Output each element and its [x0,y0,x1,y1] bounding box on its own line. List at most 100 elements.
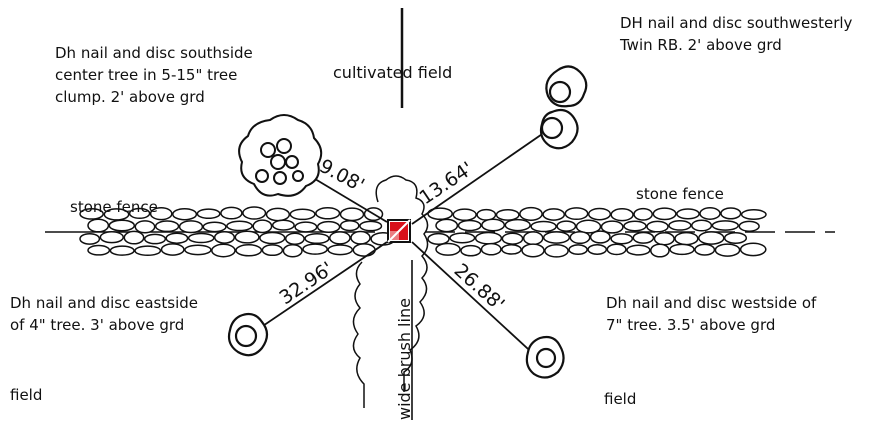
note-upper-right: DH nail and disc southwesterly Twin RB. … [620,12,852,56]
fence-stone [123,230,145,245]
note-line: 7" tree. 3.5' above grd [606,316,776,334]
fence-stone [79,208,104,220]
fence-stone [575,219,602,234]
note-line: Dh nail and disc westside of [606,294,817,312]
fence-stone [87,244,111,256]
fence-stone [589,230,611,244]
fence-stone [587,244,608,255]
fence-stone [723,232,748,244]
stone-fence-label-right: stone fence [636,185,724,203]
fence-stone [633,207,653,221]
fence-stone [103,208,130,221]
tree-lower-left-icon [227,312,269,357]
center-marker [387,219,411,243]
fence-stone [587,207,612,221]
fence-stone [235,244,263,257]
fence-stone [653,232,675,246]
fence-stone [668,220,692,231]
fence-stone [676,208,700,220]
note-line: Dh nail and disc eastside [10,294,198,312]
fence-stone [261,244,284,257]
fence-stone [339,219,360,232]
distance-label-lower-left: 32.96' [275,258,337,310]
field-label-right: field [604,390,637,408]
ref-line-upper-right [411,129,549,225]
fence-stone [252,219,273,234]
fence-stone [108,219,136,232]
fence-stone [284,232,305,246]
tree-lower-right-icon [525,335,565,379]
fence-stone [495,208,520,221]
fence-stone [449,232,476,244]
fence-stone [474,231,503,245]
fence-stone [569,230,591,245]
fence-stone [476,208,497,221]
fence-stone [202,221,227,233]
twin-tree-icon [539,65,588,150]
fence-stone [172,207,198,221]
fence-stone [694,243,716,256]
fence-stone [165,232,189,244]
fence-stone [542,231,571,244]
note-upper-left: Dh nail and disc southside center tree i… [55,42,253,108]
fence-stone [242,206,267,220]
fence-stone [302,243,328,255]
fence-stone [435,242,461,256]
fence-stone [522,231,544,246]
fence-stone [350,230,371,245]
fence-stone [128,207,151,220]
fence-stone [632,231,655,244]
fence-stone [714,243,741,257]
fence-stone [315,207,341,220]
fence-stone [143,233,167,245]
note-line: Twin RB. 2' above grd [620,36,782,54]
fence-stone [698,231,725,245]
fence-stone [740,209,767,220]
fence-stone [457,219,482,232]
fence-stone [606,243,627,256]
fence-stone [501,232,524,245]
fence-stone [187,232,215,244]
fence-stone [600,220,624,234]
fence-stone [184,244,212,256]
fence-stone [452,208,477,222]
fence-stone [501,244,522,255]
fence-stone [352,243,376,257]
fence-stone [329,231,351,245]
note-line: of 4" tree. 3' above grd [10,316,185,334]
fence-stone [738,220,760,232]
stone-fence-label-left: stone fence [70,198,158,216]
ref-line-lower-right [411,241,541,361]
fence-stone [271,219,295,231]
stone-fence-left [79,206,396,258]
fence-stone [652,207,677,221]
fence-stone [196,208,221,220]
fence-stone [544,243,569,258]
fence-stone [435,218,459,233]
note-lower-left: Dh nail and disc eastside of 4" tree. 3'… [10,292,198,336]
fence-stone [339,207,365,222]
fence-stone [259,231,286,245]
fence-stone [427,232,450,245]
fence-stone [226,220,253,232]
distance-label-upper-left: 9.08' [316,155,368,197]
fence-stone [669,243,695,256]
distance-label-lower-right: 26.88' [450,259,509,315]
ref-line-lower-left [247,241,388,337]
fence-stone [646,220,669,233]
note-line: Dh nail and disc southside [55,44,253,62]
fence-stone [610,208,634,222]
fence-stone [720,207,742,220]
fence-stone [213,230,236,244]
fence-stone [265,207,291,222]
brush-line-label: wide brush line [395,298,414,420]
fence-stone [99,231,124,244]
fence-stone [556,220,577,232]
fence-stone [359,220,383,232]
fence-stone [530,220,557,233]
fence-stone [282,244,303,258]
stone-fence-right [427,206,767,258]
fence-stone [289,208,316,221]
